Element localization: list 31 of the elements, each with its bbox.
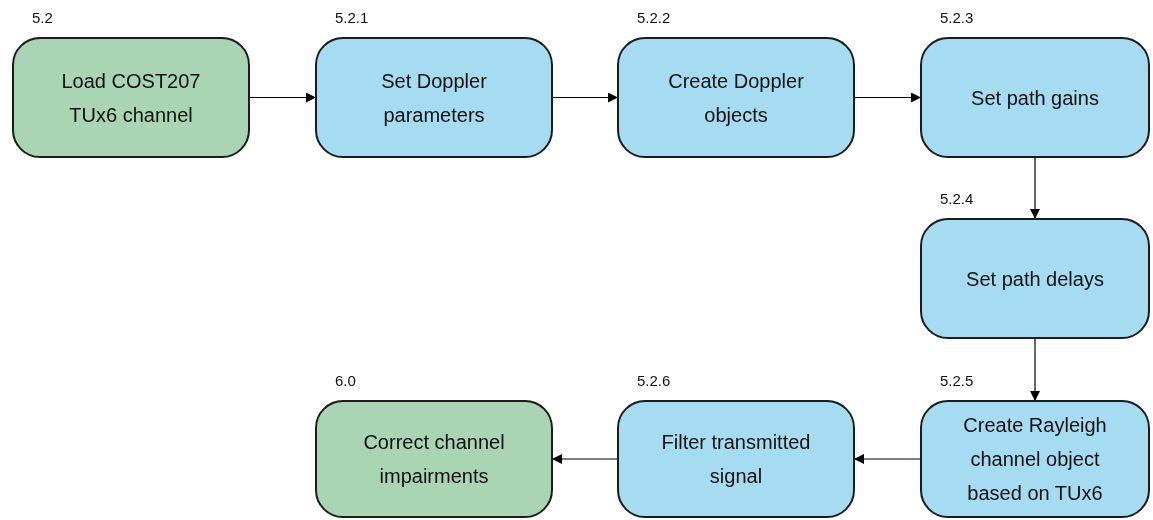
box-label: Set Doppler parameters [380, 68, 488, 128]
step-number: 5.2.2 [637, 8, 671, 28]
arrow [249, 92, 316, 103]
process-box [617, 400, 855, 518]
box-label: Correct channel impairments [362, 430, 506, 489]
box-label: Filter transmitted signal [660, 430, 812, 489]
process-box [920, 218, 1150, 339]
process-box [920, 400, 1150, 518]
box-label: Set path delays [966, 266, 1104, 292]
process-box [617, 37, 855, 158]
arrow [552, 92, 618, 103]
box-label: Create Rayleigh channel object based on TUx6 [962, 413, 1108, 506]
step-number: 5.2.3 [940, 8, 974, 28]
arrow [552, 454, 618, 464]
arrow [1030, 338, 1040, 401]
process-box [12, 37, 250, 158]
step-number: 5.2.1 [335, 8, 369, 28]
step-number: 5.2.5 [940, 371, 974, 391]
process-box [315, 400, 553, 518]
arrow [854, 454, 921, 464]
process-box [315, 37, 553, 158]
step-number: 6.0 [335, 371, 356, 391]
box-label: Load COST207 TUx6 channel [60, 68, 202, 128]
box-label: Create Doppler objects [667, 68, 805, 128]
arrow [1030, 157, 1040, 219]
arrow [854, 92, 921, 103]
step-number: 5.2.6 [637, 371, 671, 391]
process-box [920, 37, 1150, 158]
step-number: 5.2 [32, 8, 53, 28]
box-label: Set path gains [971, 85, 1099, 111]
step-number: 5.2.4 [940, 189, 974, 209]
